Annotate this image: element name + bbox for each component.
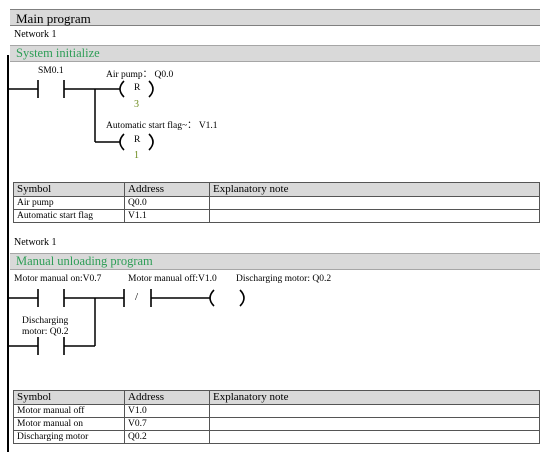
n1-coil2-type: R — [134, 135, 141, 145]
network2-symbol-table: Symbol Address Explanatory note Motor ma… — [13, 390, 540, 444]
symbol-cell: Discharging motor — [13, 430, 125, 444]
table-header-note: Explanatory note — [209, 390, 540, 405]
table-header-address: Address — [124, 182, 210, 197]
note-cell — [209, 417, 540, 431]
network1-ladder — [8, 80, 154, 151]
symbol-cell: Air pump — [13, 196, 125, 210]
network1-title: System initialize — [10, 45, 540, 62]
table-header-symbol: Symbol — [13, 182, 125, 197]
n2-coil-right-paren — [239, 289, 245, 307]
network1-label: Network 1 — [14, 29, 57, 40]
table-row: Automatic start flag V1.1 — [13, 209, 540, 223]
n1-coil1-count: 3 — [134, 99, 139, 110]
n2-branch-contact-label-line1: Discharging — [22, 316, 69, 326]
network2-ladder — [8, 289, 245, 355]
n1-coil2-left-paren — [119, 133, 125, 151]
network2-title: Manual unloading program — [10, 253, 540, 270]
table-header-note: Explanatory note — [209, 182, 540, 197]
address-cell: V1.1 — [124, 209, 210, 223]
note-cell — [209, 430, 540, 444]
address-cell: Q0.0 — [124, 196, 210, 210]
n1-coil1-label: Air pump： Q0.0 — [106, 70, 174, 80]
address-cell: Q0.2 — [124, 430, 210, 444]
symbol-cell: Motor manual on — [13, 417, 125, 431]
n1-coil1-type: R — [134, 83, 141, 93]
note-cell — [209, 196, 540, 210]
n2-contact1-label: Motor manual on:V0.7 — [14, 274, 102, 284]
n2-contact2-label: Motor manual off:V1.0 — [128, 274, 217, 284]
n2-coil-left-paren — [209, 289, 215, 307]
table-row: Motor manual off V1.0 — [13, 404, 540, 418]
network1-symbol-table: Symbol Address Explanatory note Air pump… — [13, 182, 540, 223]
n2-not-symbol: / — [135, 291, 139, 303]
table-row: Motor manual on V0.7 — [13, 417, 540, 431]
address-cell: V0.7 — [124, 417, 210, 431]
n1-coil2-count: 1 — [134, 150, 139, 161]
power-rail — [7, 55, 9, 452]
main-program-header: Main program — [10, 9, 540, 26]
table-header-address: Address — [124, 390, 210, 405]
table-row: Air pump Q0.0 — [13, 196, 540, 210]
n1-coil1-right-paren — [148, 80, 154, 98]
n1-coil1-left-paren — [119, 80, 125, 98]
n2-coil-label: Discharging motor: Q0.2 — [236, 274, 332, 284]
symbol-cell: Automatic start flag — [13, 209, 125, 223]
network2-label: Network 1 — [14, 237, 57, 248]
note-cell — [209, 404, 540, 418]
symbol-cell: Motor manual off — [13, 404, 125, 418]
note-cell — [209, 209, 540, 223]
n2-branch-contact-label-line2: motor: Q0.2 — [22, 327, 69, 337]
table-header-symbol: Symbol — [13, 390, 125, 405]
address-cell: V1.0 — [124, 404, 210, 418]
table-header-row: Symbol Address Explanatory note — [13, 182, 540, 197]
table-row: Discharging motor Q0.2 — [13, 430, 540, 444]
n1-coil2-right-paren — [148, 133, 154, 151]
n1-contact-label: SM0.1 — [38, 66, 64, 76]
table-header-row: Symbol Address Explanatory note — [13, 390, 540, 405]
n1-coil2-label: Automatic start flag~： V1.1 — [106, 121, 218, 131]
